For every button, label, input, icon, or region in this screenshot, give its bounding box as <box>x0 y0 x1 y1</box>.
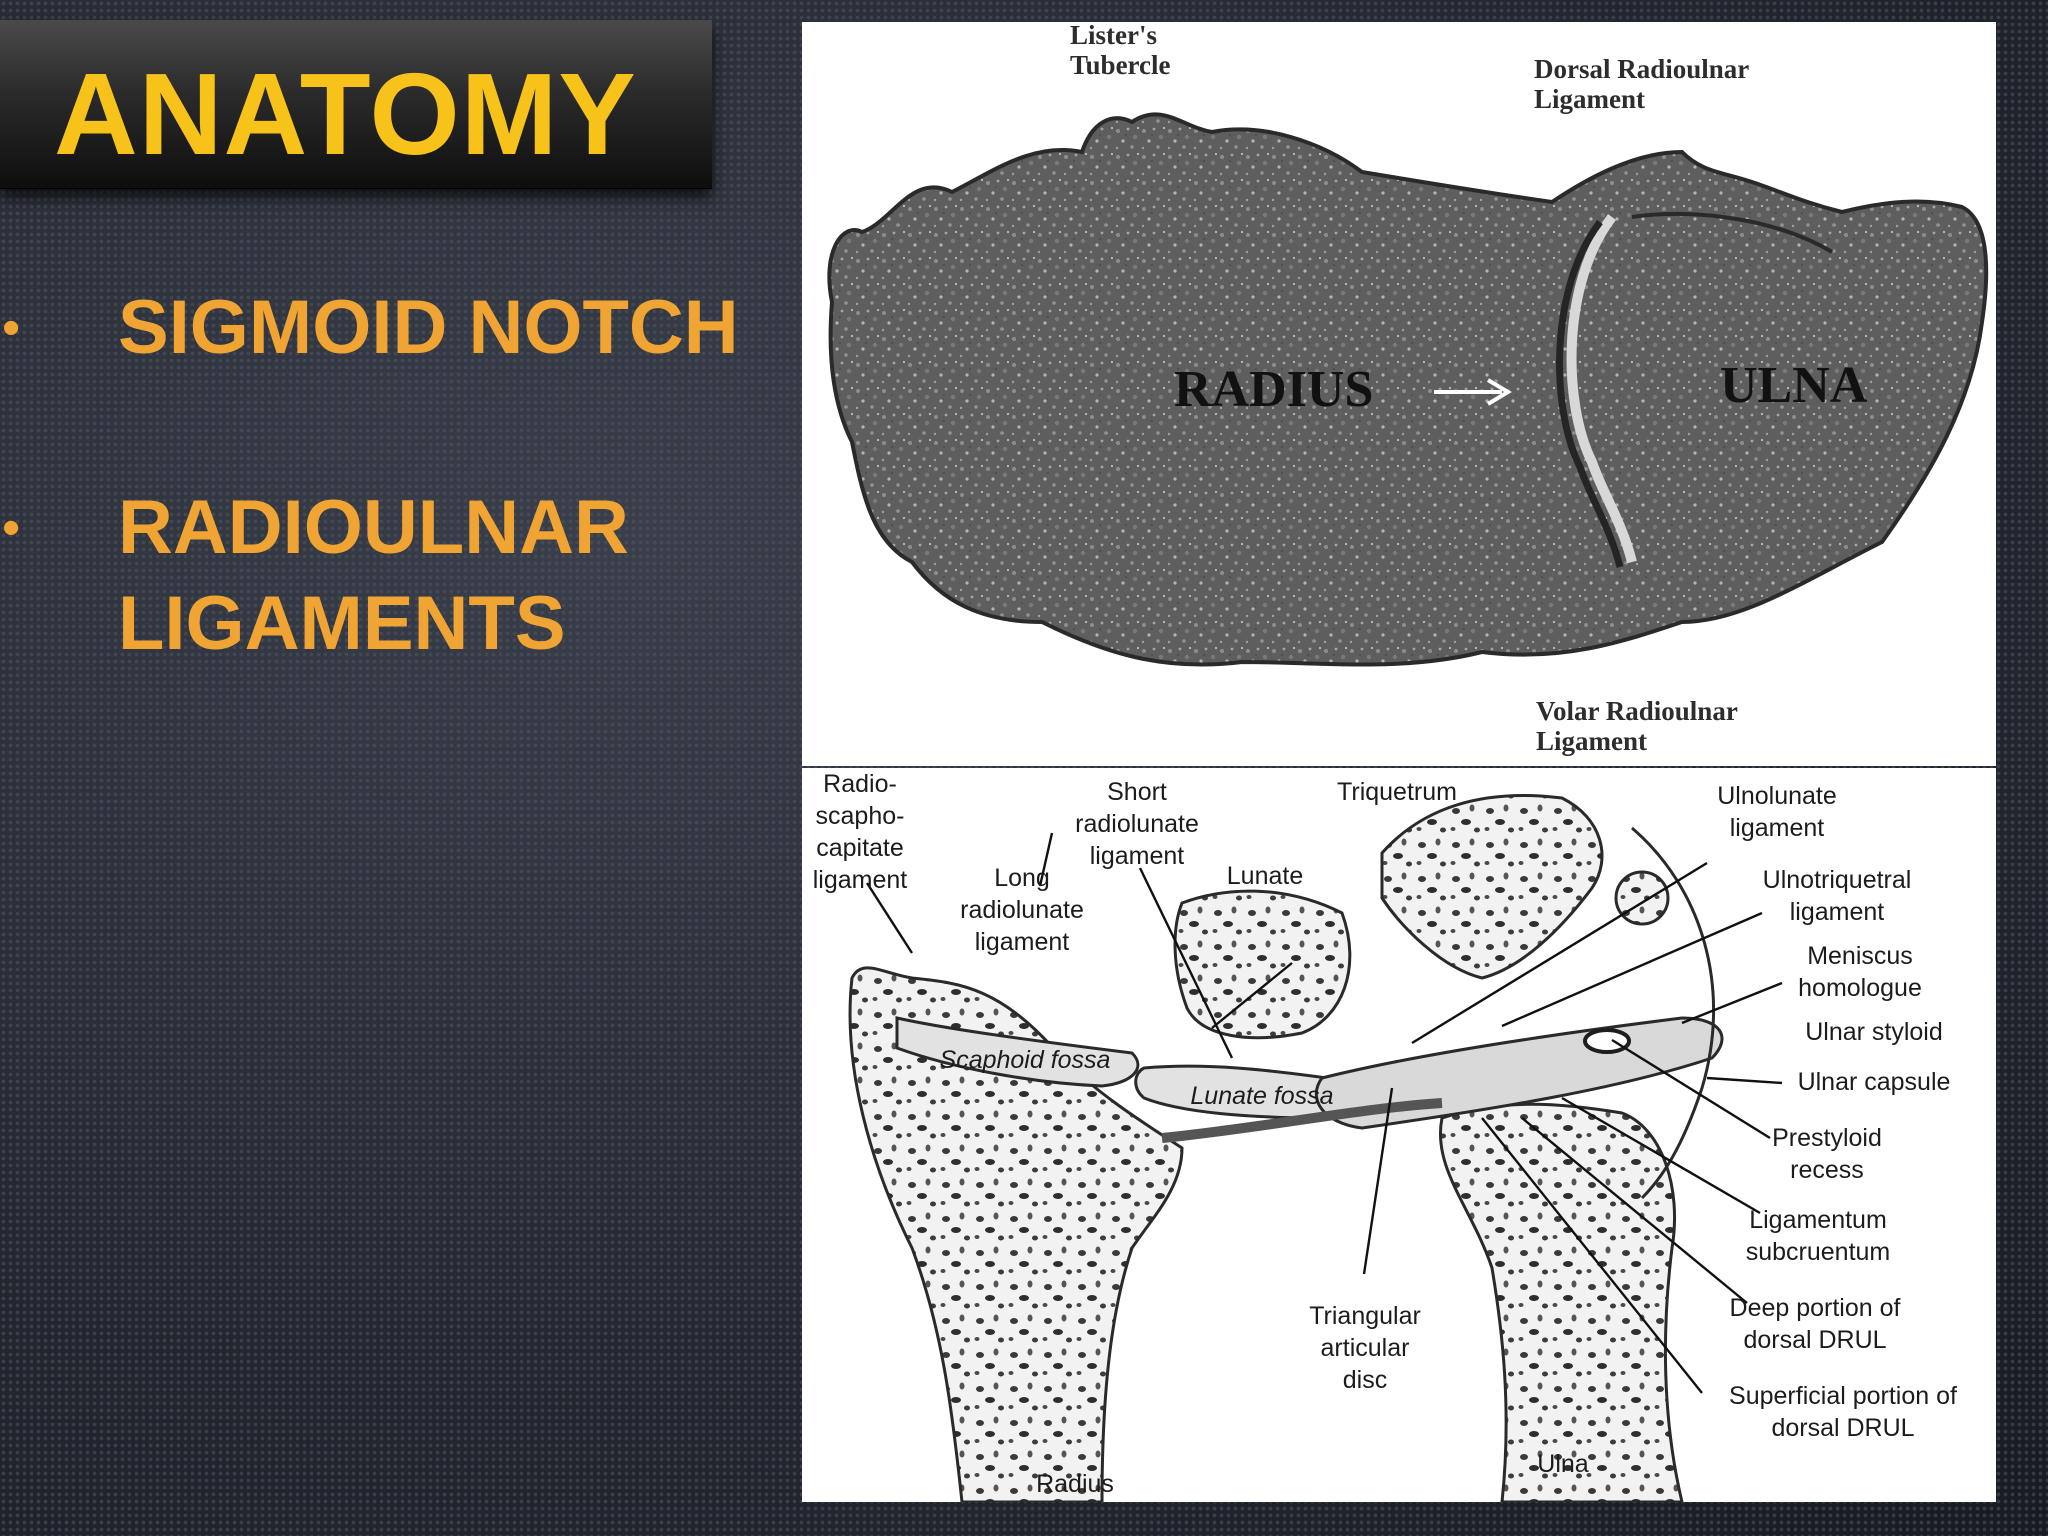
label-radioscaphocapitate-ligament: Radio- scapho- capitate ligament <box>812 770 908 894</box>
label-listers-tubercle: Lister's Tubercle <box>1070 20 1171 80</box>
label-prestyloid-recess: Prestyloid recess <box>1772 1124 1882 1184</box>
ligament-diagram: Radio- scapho- capitate ligament Short r… <box>802 768 1996 1502</box>
leader-lines <box>865 832 1783 1394</box>
label-radius: RADIUS <box>1174 361 1374 418</box>
label-ulnotriquetral-ligament: Ulnotriquetral ligament <box>1762 866 1912 926</box>
arrow-head <box>1486 378 1512 406</box>
label-ulna-bone: Ulna <box>1537 1450 1589 1478</box>
label-long-radiolunate-ligament: Long radiolunate ligament <box>960 864 1084 956</box>
label-deep-portion-dorsal-drul: Deep portion of dorsal DRUL <box>1729 1294 1901 1354</box>
label-dorsal-radioulnar-ligament: Dorsal Radioulnar Ligament <box>1534 54 1750 114</box>
label-radius-bone: Radius <box>1036 1470 1114 1498</box>
ulna-head-outline <box>1631 211 1834 254</box>
scaphoid-fossa-surface <box>895 1016 1140 1088</box>
label-triangular-articular-disc: Triangular articular disc <box>1309 1302 1421 1394</box>
lunate-bone <box>1173 889 1352 1040</box>
label-ligamentum-subcruentum: Ligamentum subcruentum <box>1745 1206 1891 1266</box>
ulna-bone <box>1439 1102 1684 1502</box>
prestyloid-opening <box>1583 1028 1631 1054</box>
bullet-text: RADIOULNAR LIGAMENTS <box>118 485 629 666</box>
ulnar-styloid-section <box>1614 870 1670 926</box>
triquetrum-bone <box>1380 794 1604 980</box>
radius-bone <box>848 966 1184 1502</box>
label-lunate: Lunate <box>1226 862 1304 890</box>
label-superficial-portion-dorsal-drul: Superficial portion of dorsal DRUL <box>1729 1382 1957 1442</box>
title-banner: ANATOMY <box>0 20 712 189</box>
label-ulna: ULNA <box>1720 357 1868 414</box>
label-scaphoid-fossa: Scaphoid fossa <box>939 1046 1111 1074</box>
bullet-text: SIGMOID NOTCH <box>118 285 739 370</box>
cross-section-illustration <box>827 112 1989 667</box>
label-volar-radioulnar-ligament: Volar Radioulnar Ligament <box>1536 696 1738 756</box>
label-short-radiolunate-ligament: Short radiolunate ligament <box>1075 778 1199 870</box>
radius-bone-section <box>827 112 1989 667</box>
label-ulnar-capsule: Ulnar capsule <box>1797 1068 1951 1096</box>
label-ulnar-styloid: Ulnar styloid <box>1805 1018 1943 1046</box>
cross-section-figure: Lister's Tubercle Dorsal Radioulnar Liga… <box>802 20 1996 766</box>
slide-title: ANATOMY <box>54 49 637 179</box>
label-lunate-fossa: Lunate fossa <box>1190 1082 1334 1110</box>
bullet-marker: • <box>2 499 21 557</box>
bullet-marker: • <box>2 299 21 357</box>
label-meniscus-homologue: Meniscus homologue <box>1798 942 1922 1002</box>
sigmoid-notch-line-dark <box>1556 219 1624 568</box>
label-ulnolunate-ligament: Ulnolunate ligament <box>1717 782 1837 842</box>
ligament-illustration <box>848 794 1783 1502</box>
label-triquetrum: Triquetrum <box>1337 778 1457 806</box>
dorsal-drul-band <box>1161 1098 1443 1143</box>
sigmoid-notch-line <box>1566 213 1637 564</box>
